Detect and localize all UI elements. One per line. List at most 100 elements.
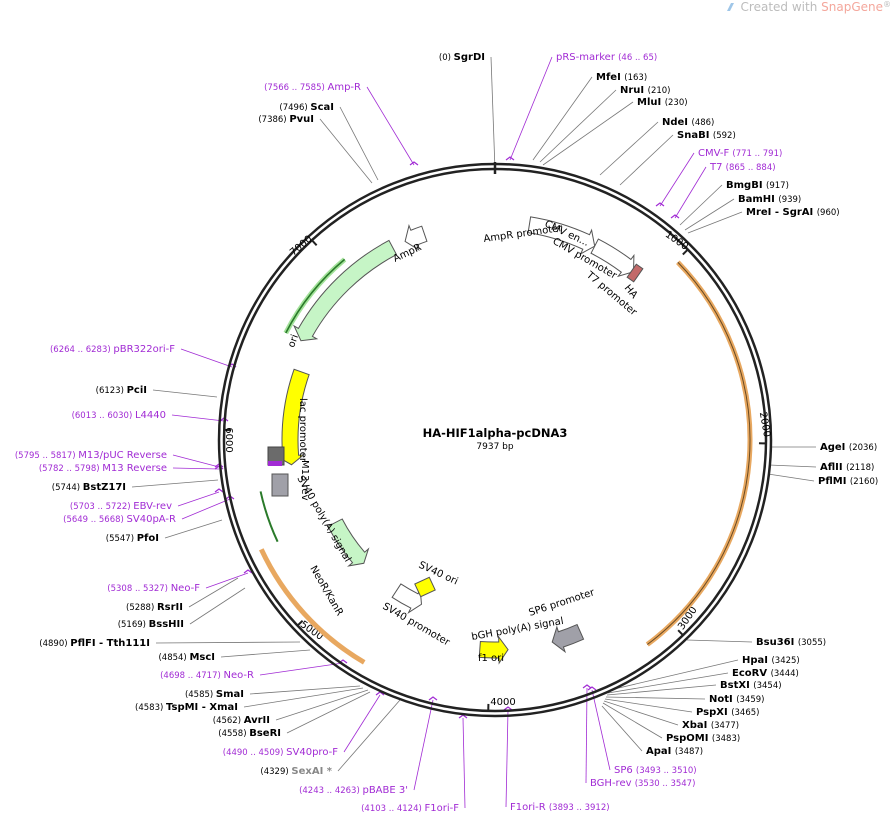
enzyme-smai-label[interactable]: (4585) SmaI (185, 689, 244, 700)
enzyme-bsu36i-label[interactable]: Bsu36I (3055) (756, 637, 826, 648)
enzyme-xbai-leader (603, 700, 679, 726)
enzyme-mrei-sgrai-label[interactable]: MreI - SgrAI (960) (746, 207, 840, 218)
enzyme-scai-label[interactable]: (7496) ScaI (279, 102, 334, 113)
primer-neo-f-leader (205, 572, 249, 589)
enzyme-position: (4329) (260, 767, 291, 777)
primer-pbabe-3-label[interactable]: (4243 .. 4263) pBABE 3' (299, 785, 408, 796)
enzyme-mlui-label[interactable]: MluI (230) (637, 97, 688, 108)
enzyme-aflii-label[interactable]: AflII (2118) (820, 462, 874, 473)
enzyme-apai-label[interactable]: ApaI (3487) (646, 746, 703, 757)
enzyme-hpai-label[interactable]: HpaI (3425) (742, 655, 800, 666)
enzyme-pspomi-label[interactable]: PspOMI (3483) (666, 733, 740, 744)
enzyme-sgrdi-leader (490, 56, 496, 171)
primer-amp-r-label[interactable]: (7566 .. 7585) Amp-R (264, 82, 361, 93)
enzyme-noti-label[interactable]: NotI (3459) (709, 694, 765, 705)
sv40-ori-box (414, 576, 436, 598)
enzyme-pspomi-leader (602, 702, 663, 739)
primer-range: (3530 .. 3547) (635, 779, 696, 789)
enzyme-name: BseRI (249, 728, 281, 739)
primer-f1ori-r-leader (505, 709, 509, 808)
tick-label: 4000 (490, 697, 515, 708)
primer-pbr322ori-f-leader (180, 348, 233, 368)
primer-sv40pa-r-label[interactable]: (5649 .. 5668) SV40pA-R (63, 514, 176, 525)
primer-m13-puc-reverse-label[interactable]: (5795 .. 5817) M13/pUC Reverse (15, 450, 167, 461)
primer-name: pBABE 3' (362, 785, 408, 796)
enzyme-pflmi-label[interactable]: PflMI (2160) (818, 476, 878, 487)
enzyme-position: (3487) (675, 747, 703, 757)
enzyme-sexai-label[interactable]: (4329) SexAI * (260, 766, 332, 777)
enzyme-bmgbi-label[interactable]: BmgBI (917) (726, 180, 789, 191)
primer-f1ori-f-label[interactable]: (4103 .. 4124) F1ori-F (361, 803, 459, 814)
enzyme-pvui-label[interactable]: (7386) PvuI (258, 114, 314, 125)
primer-m13-reverse-label[interactable]: (5782 .. 5798) M13 Reverse (39, 463, 167, 474)
watermark-reg: ® (883, 0, 891, 9)
feature-label-m13-rev: M13 rev (299, 460, 310, 501)
enzyme-pfoi-label[interactable]: (5547) PfoI (106, 533, 159, 544)
enzyme-pcii-label[interactable]: (6123) PciI (96, 385, 147, 396)
primer-neo-f-marker (243, 569, 253, 574)
enzyme-bseri-label[interactable]: (4558) BseRI (218, 728, 281, 739)
primer-l4440-label[interactable]: (6013 .. 6030) L4440 (72, 410, 166, 421)
ampr-orf-line (285, 258, 346, 334)
enzyme-bstz17i-label[interactable]: (5744) BstZ17I (52, 482, 126, 493)
enzyme-name: AvrII (244, 715, 270, 726)
enzyme-bstxi-label[interactable]: BstXI (3454) (720, 680, 782, 691)
enzyme-name: PflFI - Tth111I (70, 638, 150, 649)
primer-name: M13/pUC Reverse (78, 450, 167, 461)
enzyme-nrui-label[interactable]: NruI (210) (620, 85, 670, 96)
enzyme-pflfi-tth111i-label[interactable]: (4890) PflFI - Tth111I (39, 638, 150, 649)
enzyme-agei-label[interactable]: AgeI (2036) (820, 442, 877, 453)
primer-sv40pro-f-label[interactable]: (4490 .. 4509) SV40pro-F (223, 747, 338, 758)
enzyme-rsrii-label[interactable]: (5288) RsrII (126, 602, 183, 613)
enzyme-position: (917) (766, 181, 789, 191)
enzyme-bamhi-label[interactable]: BamHI (939) (738, 194, 801, 205)
enzyme-ndei-label[interactable]: NdeI (486) (662, 117, 714, 128)
tick-label: 2000 (757, 411, 772, 438)
primer-cmv-f-label[interactable]: CMV-F (771 .. 791) (698, 148, 782, 159)
enzyme-position: (3454) (753, 681, 781, 691)
primer-ebv-rev-label[interactable]: (5703 .. 5722) EBV-rev (70, 501, 172, 512)
enzyme-name: TspMI - XmaI (166, 702, 238, 713)
enzyme-xbai-label[interactable]: XbaI (3477) (682, 720, 739, 731)
enzyme-nrui-leader (539, 89, 617, 163)
primer-t7-label[interactable]: T7 (865 .. 884) (709, 162, 776, 173)
ha-tag-box (626, 263, 644, 283)
enzyme-scai-leader (339, 106, 379, 181)
watermark-prefix: Created with (740, 0, 822, 14)
primer-sp6-label[interactable]: SP6 (3493 .. 3510) (614, 765, 697, 776)
primer-bgh-rev-label[interactable]: BGH-rev (3530 .. 3547) (590, 778, 695, 789)
enzyme-name: NdeI (662, 117, 692, 128)
primer-range: (3493 .. 3510) (636, 766, 697, 776)
primer-range: (6264 .. 6283) (50, 345, 113, 355)
primer-amp-r-marker (409, 161, 419, 166)
enzyme-name: MfeI (596, 72, 624, 83)
enzyme-position: (5547) (106, 534, 137, 544)
enzyme-msci-leader (220, 649, 311, 658)
primer-neo-f-label[interactable]: (5308 .. 5327) Neo-F (107, 583, 200, 594)
tick-label: 6000 (223, 427, 234, 452)
primer-range: (7566 .. 7585) (264, 83, 327, 93)
feature-label-neor-kanr: NeoR/KanR (307, 564, 344, 618)
enzyme-avrii-label[interactable]: (4562) AvrII (213, 715, 270, 726)
enzyme-snabi-label[interactable]: SnaBI (592) (677, 130, 736, 141)
primer-sp6-leader (591, 689, 611, 771)
enzyme-pspxi-label[interactable]: PspXI (3465) (696, 707, 759, 718)
primer-neo-r-label[interactable]: (4698 .. 4717) Neo-R (160, 670, 254, 681)
enzyme-name: SexAI * (291, 766, 332, 777)
enzyme-sgrdi-label[interactable]: (0) SgrDI (439, 52, 485, 63)
enzyme-position: (230) (665, 98, 688, 108)
enzyme-bsshii-label[interactable]: (5169) BssHII (118, 619, 184, 630)
primer-prs-marker-label[interactable]: pRS-marker (46 .. 65) (556, 52, 657, 63)
enzyme-name: ApaI (646, 746, 675, 757)
enzyme-tspmi-xmai-label[interactable]: (4583) TspMI - XmaI (135, 702, 238, 713)
primer-pbr322ori-f-label[interactable]: (6264 .. 6283) pBR322ori-F (50, 344, 175, 355)
primer-amp-r-leader (366, 86, 415, 166)
enzyme-ecorv-label[interactable]: EcoRV (3444) (732, 668, 799, 679)
primer-f1ori-r-label[interactable]: F1ori-R (3893 .. 3912) (510, 802, 610, 813)
feature-label-sp6-promoter: SP6 promoter (528, 587, 597, 619)
primer-neo-r-leader (259, 662, 344, 676)
enzyme-msci-label[interactable]: (4854) MscI (158, 652, 215, 663)
enzyme-mfei-label[interactable]: MfeI (163) (596, 72, 647, 83)
primer-name: SP6 (614, 765, 636, 776)
